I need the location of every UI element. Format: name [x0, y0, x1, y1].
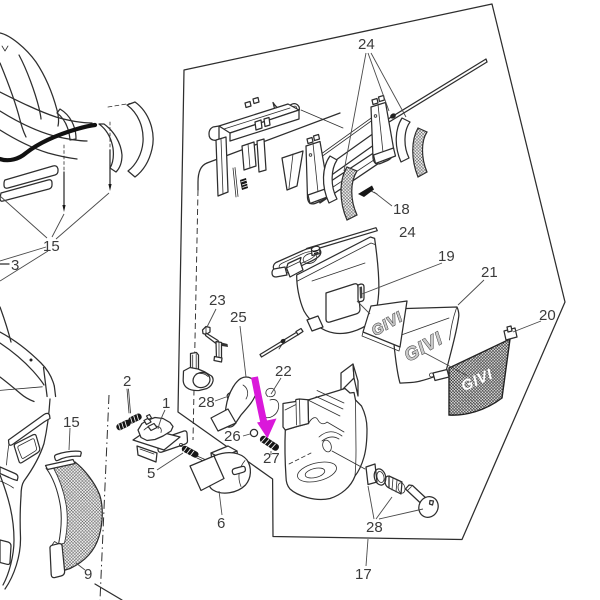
- svg-text:20: 20: [539, 307, 556, 324]
- svg-text:15: 15: [43, 238, 60, 255]
- svg-text:19: 19: [438, 248, 455, 265]
- svg-text:28: 28: [366, 519, 383, 536]
- svg-text:26: 26: [224, 428, 241, 445]
- svg-text:9: 9: [84, 566, 92, 583]
- svg-text:18: 18: [393, 201, 410, 218]
- svg-text:25: 25: [230, 309, 247, 326]
- svg-text:24: 24: [399, 224, 416, 241]
- svg-text:2: 2: [123, 373, 131, 390]
- svg-text:28: 28: [198, 394, 215, 411]
- svg-text:17: 17: [355, 566, 372, 583]
- svg-text:6: 6: [217, 515, 225, 532]
- svg-text:22: 22: [275, 363, 292, 380]
- svg-text:27: 27: [263, 450, 280, 467]
- svg-text:15: 15: [63, 414, 80, 431]
- svg-text:3: 3: [11, 257, 19, 274]
- svg-text:1: 1: [162, 395, 170, 412]
- svg-text:21: 21: [481, 264, 498, 281]
- svg-text:5: 5: [147, 465, 155, 482]
- svg-text:24: 24: [358, 36, 375, 53]
- svg-text:23: 23: [209, 292, 226, 309]
